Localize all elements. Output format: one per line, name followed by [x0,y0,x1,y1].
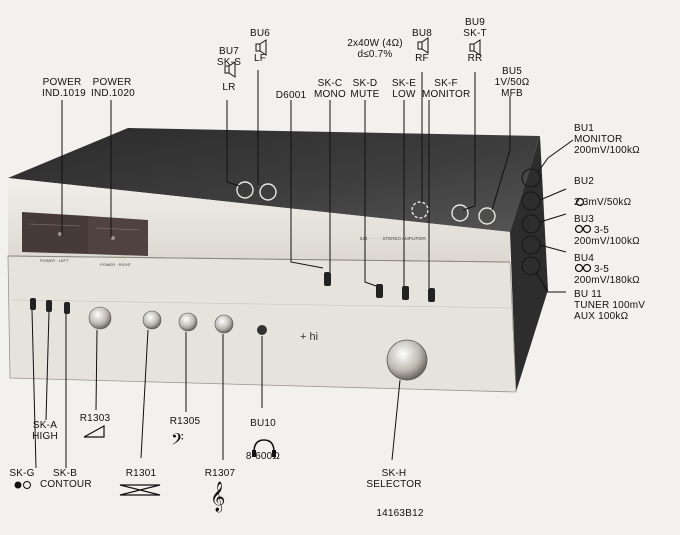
meter-right-text: POWER · RIGHT [100,262,132,267]
balance-icon [119,484,161,496]
cabinet-side [510,136,548,392]
rear-sockets [236,181,496,225]
label-r1305: R1305 [169,416,201,427]
label-r1303: R1303 [79,413,111,424]
treble-clef-icon: 𝄞 [210,481,225,513]
speaker-icon [224,37,481,78]
ramp-icon [83,424,105,438]
figure-code: 14163B12 [376,508,424,519]
model-text: 534 · · · · · STEREO AMPLIFIER [360,236,427,241]
tape-icon [574,197,592,273]
label-r1301: R1301 [125,468,157,479]
label-power-spec: 2x40W (4Ω)d≤0.7% [347,38,403,60]
left-switches [30,298,70,314]
leader-lines [31,70,574,469]
meter-left-text: POWER · LEFT [40,258,69,263]
label-d6001: D6001 [275,90,307,101]
meter-window-right [88,216,148,256]
bass-clef-icon: 𝄢 [171,431,184,453]
cabinet-top [8,128,540,232]
upper-switches [324,272,435,302]
headphones-icon [253,439,275,453]
logo-text: + hi [300,331,318,343]
meter-window-left [22,212,88,254]
label-skg: SK-G [9,468,35,479]
label-r1307: R1307 [204,468,236,479]
side-sockets [521,168,541,276]
knobs [88,306,428,381]
